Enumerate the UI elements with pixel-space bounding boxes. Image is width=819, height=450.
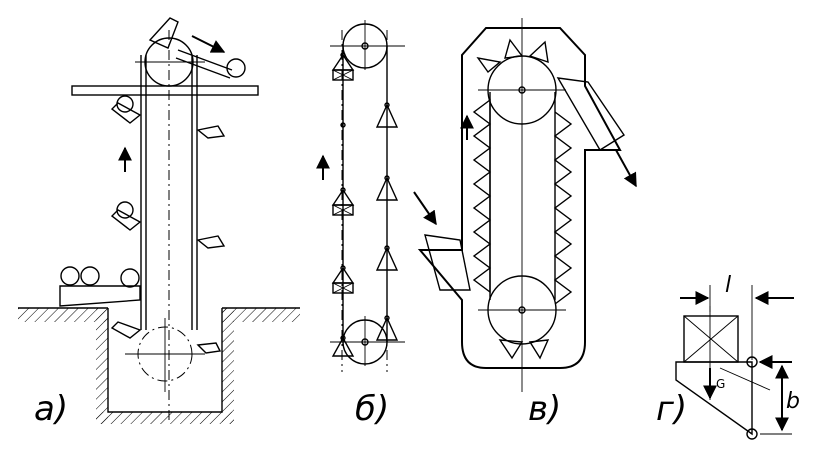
buckets-right [553,111,573,305]
label-b: b [786,389,800,414]
inlet-chute [424,234,471,291]
caption-b: б) [355,389,389,429]
panel-a: а) [18,17,300,429]
outlet-arrow [615,149,637,188]
loading-platform [59,266,141,307]
outlet-chute [556,77,625,151]
panel-c: в) [413,18,637,429]
panel-d: l G b г) [656,273,800,440]
carriers-right [375,102,399,341]
caption-a: а) [34,389,68,429]
ground-a [18,307,300,424]
inlet-arrow [413,191,437,226]
label-l: l [725,273,731,298]
casing-c [417,27,622,369]
label-G: G [716,377,725,391]
carriers-left [331,52,355,357]
shaft-a [125,30,205,420]
buckets-left [472,98,492,294]
shelves-a [110,95,226,354]
caption-c: в) [528,389,561,429]
upper-platform [71,85,259,96]
caption-d: г) [656,389,687,429]
discharge-arrow [191,35,226,53]
panel-b: б) [316,20,405,429]
discharge-a [148,17,246,79]
